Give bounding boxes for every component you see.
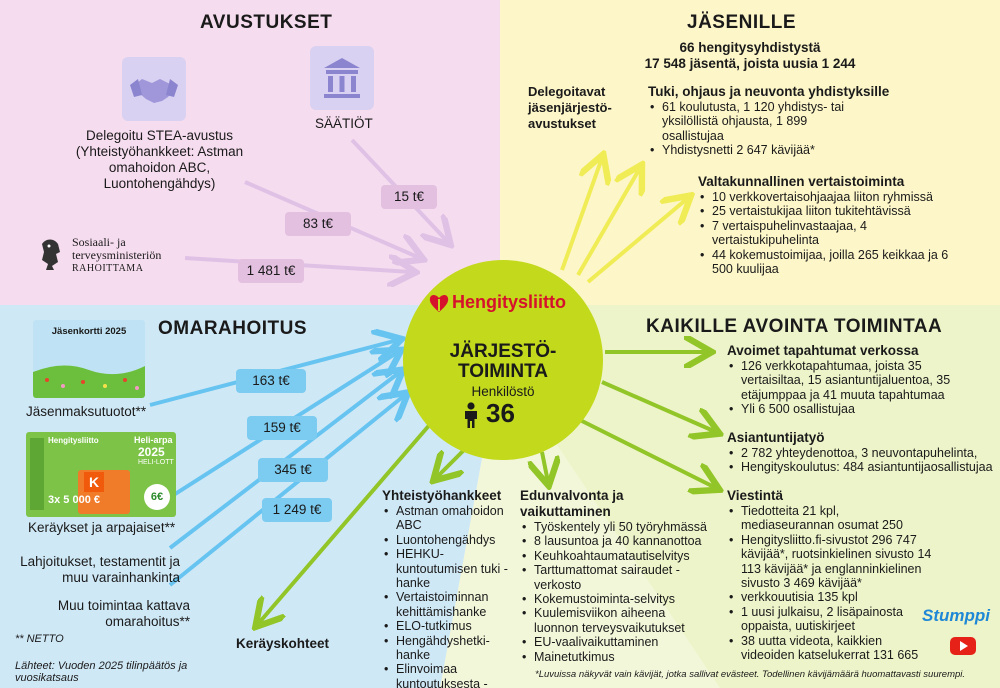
support-item-2: Yhdistysnetti 2 647 kävijää* — [648, 143, 863, 158]
advocacy-title: Edunvalvonta ja vaikuttaminen — [520, 488, 624, 519]
label-lahjoitukset: Lahjoitukset, testamentit ja muu varainh… — [20, 554, 180, 585]
projects-title: Yhteistyöhankkeet — [382, 488, 502, 503]
ministry-line-3: RAHOITTAMA — [72, 263, 144, 274]
project-item-7: Elinvoimaa kuntoutuksesta -projekti — [382, 662, 517, 688]
project-item-4: Vertaistoiminnan kehittämishanke — [382, 590, 517, 619]
support-title: Tuki, ohjaus ja neuvonta yhdistyksille — [648, 84, 890, 99]
stea-text: Delegoitu STEA-avustus (Yhteistyöhankkee… — [75, 128, 244, 191]
amount-tag-lahjoitukset: 345 t€ — [258, 458, 328, 482]
youtube-icon — [950, 636, 976, 656]
expert-title: Asiantuntijatyö — [727, 430, 825, 445]
comm-item-1: Tiedotteita 21 kpl, mediaseurannan osuma… — [727, 504, 932, 533]
comm-item-2: Hengitysliitto.fi-sivustot 296 747 kävij… — [727, 533, 932, 591]
advocacy-item-2: 8 lausuntoa ja 40 kannanottoa — [520, 534, 710, 549]
expert-item-1: 2 782 yhteydenottoa, 3 neuvontapuhelinta… — [727, 446, 997, 461]
membership-card-image: Jäsenkortti 2025 — [33, 320, 145, 398]
amount-tag-muu: 1 249 t€ — [262, 498, 332, 522]
sources-note: Lähteet: Vuoden 2025 tilinpäätös ja vuos… — [15, 660, 188, 684]
advocacy-item-1: Työskentely yli 50 työryhmässä — [520, 520, 710, 535]
center-title-line-1: JÄRJESTÖ- — [449, 341, 557, 362]
lottery-sub: HELI-LOTT — [138, 459, 174, 466]
peer-item-3: 7 vertaispuhelinvastaajaa, 4 vertaistuki… — [698, 219, 888, 248]
ministry-line-2: terveysministeriön — [72, 248, 162, 262]
lottery-ticket-image: Hengitysliitto Heli-arpa 2025 HELI-LOTT … — [26, 432, 176, 517]
project-item-2: Luontohengähdys — [382, 533, 517, 548]
project-item-5: ELO-tutkimus — [382, 619, 517, 634]
person-icon — [462, 402, 480, 428]
omarahoitus-title: OMARAHOITUS — [158, 318, 308, 339]
comm-title: Viestintä — [727, 488, 784, 503]
handshake-icon — [122, 57, 186, 121]
visitors-footnote: *Luvuissa näkyvät vain kävijät, jotka sa… — [535, 669, 966, 680]
members-line-1: 66 hengitysyhdistystä — [679, 40, 821, 55]
events-item-2: Yli 6 500 osallistujaa — [727, 402, 992, 417]
advocacy-list: Työskentely yli 50 työryhmässä 8 lausunt… — [520, 520, 710, 664]
advocacy-item-3: Keuhkoahtaumatautiselvitys — [520, 549, 710, 564]
ministry-line-1: Sosiaali- ja — [72, 235, 126, 249]
label-jasenmaksut: Jäsenmaksutuotot** — [26, 404, 147, 419]
comm-item-4: 1 uusi julkaisu, 2 lisäpainosta oppaista… — [727, 605, 932, 634]
label-keraykset: Keräykset ja arpajaiset** — [28, 520, 176, 535]
advocacy-item-5: Kokemustoiminta-selvitys — [520, 592, 710, 607]
saatiot-label: SÄÄTIÖT — [315, 116, 373, 131]
events-item-1: 126 verkkotapahtumaa, joista 35 vertaisi… — [727, 359, 967, 402]
lottery-price: 6€ — [144, 484, 170, 510]
avustukset-title: AVUSTUKSET — [200, 12, 333, 33]
center-title-line-2: TOIMINTA — [457, 361, 549, 382]
project-item-3: HEHKU-kuntoutumisen tuki -hanke — [382, 547, 517, 590]
amount-tag-stea: 83 t€ — [285, 212, 351, 236]
advocacy-item-7: EU-vaalivaikuttaminen — [520, 635, 710, 650]
peer-item-4: 44 kokemustoimijaa, joilla 265 keikkaa j… — [698, 248, 953, 277]
comm-item-3: verkkouutisia 135 kpl — [727, 590, 932, 605]
kaikille-title: KAIKILLE AVOINTA TOIMINTAA — [646, 316, 943, 337]
advocacy-item-6: Kuulemisviikon aiheena luonnon terveysva… — [520, 606, 700, 635]
amount-tag-saatiot: 15 t€ — [381, 185, 437, 209]
lottery-prize: 3x 5 000 € — [48, 494, 100, 506]
bank-icon — [310, 46, 374, 110]
collection-title: Keräyskohteet — [236, 636, 330, 651]
project-item-6: Hengähdyshetki-hanke — [382, 634, 517, 663]
comm-list: Tiedotteita 21 kpl, mediaseurannan osuma… — [727, 504, 932, 662]
lottery-title: Heli-arpa — [134, 435, 173, 445]
staff-label: Henkilöstö — [471, 384, 535, 399]
peer-title: Valtakunnallinen vertaistoiminta — [698, 174, 905, 189]
projects-list: Astman omahoidon ABC Luontohengähdys HEH… — [382, 504, 517, 688]
lottery-k: K — [84, 472, 104, 492]
advocacy-item-8: Mainetutkimus — [520, 650, 710, 665]
delegated-label: Delegoitavat jäsenjärjestö-avustukset — [528, 84, 612, 131]
lottery-brand: Hengitysliitto — [48, 436, 99, 445]
amount-tag-ministry: 1 481 t€ — [238, 259, 304, 283]
expert-item-2: Hengityskoulutus: 484 asiantuntijaosalli… — [727, 460, 997, 475]
ministry-lion-icon — [36, 236, 66, 272]
comm-item-5: 38 uutta videota, kaikkien videoiden kat… — [727, 634, 932, 663]
stumppi-logo: Stumppi — [922, 606, 990, 625]
advocacy-item-4: Tarttumattomat sairaudet -verkosto — [520, 563, 685, 592]
project-item-1: Astman omahoidon ABC — [382, 504, 517, 533]
peer-item-2: 25 vertaistukijaa liiton tukitehtävissä — [698, 204, 958, 219]
hengitysliitto-heart-icon — [428, 292, 450, 314]
staff-count: 36 — [486, 398, 515, 428]
center-circle — [403, 260, 603, 460]
membership-card-label: Jäsenkortti 2025 — [51, 326, 127, 337]
support-list: 61 koulutusta, 1 120 yhdistys- tai yksil… — [648, 100, 863, 158]
center-brand: Hengitysliitto — [452, 292, 567, 312]
events-list: 126 verkkotapahtumaa, joista 35 vertaisi… — [727, 359, 992, 417]
label-muu-omarahoitus: Muu toimintaa kattava omarahoitus** — [57, 598, 190, 629]
support-item-1: 61 koulutusta, 1 120 yhdistys- tai yksil… — [648, 100, 863, 143]
amount-tag-jasenmaksut: 163 t€ — [236, 369, 306, 393]
expert-list: 2 782 yhteydenottoa, 3 neuvontapuhelinta… — [727, 446, 997, 475]
peer-list: 10 verkkovertaisohjaajaa liiton ryhmissä… — [698, 190, 958, 276]
members-line-2: 17 548 jäsentä, joista uusia 1 244 — [644, 56, 856, 71]
netto-note: ** NETTO — [15, 633, 64, 645]
lottery-year: 2025 — [138, 445, 165, 459]
jasenille-title: JÄSENILLE — [687, 12, 797, 33]
events-title: Avoimet tapahtumat verkossa — [727, 343, 919, 358]
amount-tag-keraykset: 159 t€ — [247, 416, 317, 440]
peer-item-1: 10 verkkovertaisohjaajaa liiton ryhmissä — [698, 190, 958, 205]
